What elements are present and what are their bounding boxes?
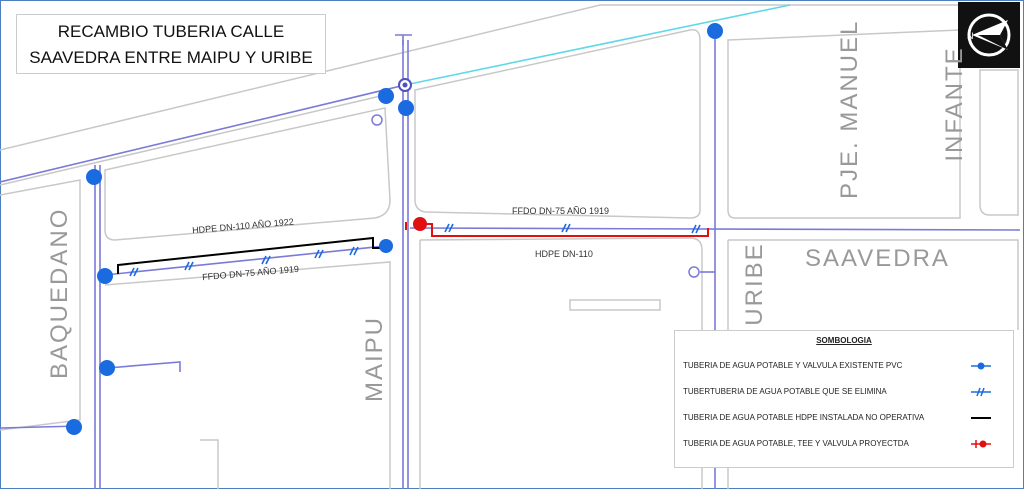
- legend-item-projected: TUBERIA DE AGUA POTABLE, TEE Y VALVULA P…: [683, 439, 909, 448]
- hydrant-icon: [371, 114, 383, 126]
- map-title: RECAMBIO TUBERIA CALLE SAAVEDRA ENTRE MA…: [16, 14, 326, 74]
- removed-pipe-icon: [971, 387, 991, 397]
- hdpe-non-operative-pipe: [117, 236, 385, 274]
- street-label-maipu: MAIPU: [361, 316, 388, 403]
- cyan-pipe: [404, 4, 791, 86]
- street-label-uribe: URIBE: [741, 242, 768, 326]
- removed-pipe-markers: [129, 223, 701, 277]
- hydrant-icon: [688, 266, 700, 278]
- legend-title: SOMBOLOGIA: [816, 336, 872, 345]
- city-blocks: [0, 4, 1020, 489]
- north-arrow-icon: N: [958, 2, 1020, 68]
- legend-item-removed: TUBERTUBERIA DE AGUA POTABLE QUE SE ELIM…: [683, 387, 887, 396]
- street-label-saavedra: SAAVEDRA: [805, 245, 950, 272]
- projected-pipe-valve-icon: [971, 440, 991, 448]
- existing-pipe-valve-icon: [971, 362, 991, 370]
- title-line-2: SAAVEDRA ENTRE MAIPU Y URIBE: [29, 48, 313, 67]
- legend-item-existing: TUBERIA DE AGUA POTABLE Y VALVULA EXISTE…: [683, 361, 903, 370]
- projected-valve: [413, 217, 427, 231]
- tee-node-center: [402, 82, 408, 88]
- existing-valves: [66, 23, 723, 435]
- non-operative-pipe-icon: [971, 417, 991, 419]
- pipe-label-ffdo-right: FFDO DN-75 AÑO 1919: [512, 206, 610, 216]
- street-label-baquedano: BAQUEDANO: [46, 207, 73, 379]
- legend-item-non-operative: TUBERIA DE AGUA POTABLE HDPE INSTALADA N…: [683, 413, 925, 422]
- legend: SOMBOLOGIA TUBERIA DE AGUA POTABLE Y VAL…: [674, 330, 1014, 468]
- pipe-label-hdpe-right: HDPE DN-110: [535, 249, 593, 259]
- title-line-1: RECAMBIO TUBERIA CALLE: [57, 22, 285, 41]
- street-label-pje-manuel: PJE. MANUEL: [836, 19, 863, 199]
- projected-pipe: [405, 222, 709, 237]
- north-letter: N: [967, 31, 974, 41]
- street-label-infante: INFANTE: [941, 46, 968, 162]
